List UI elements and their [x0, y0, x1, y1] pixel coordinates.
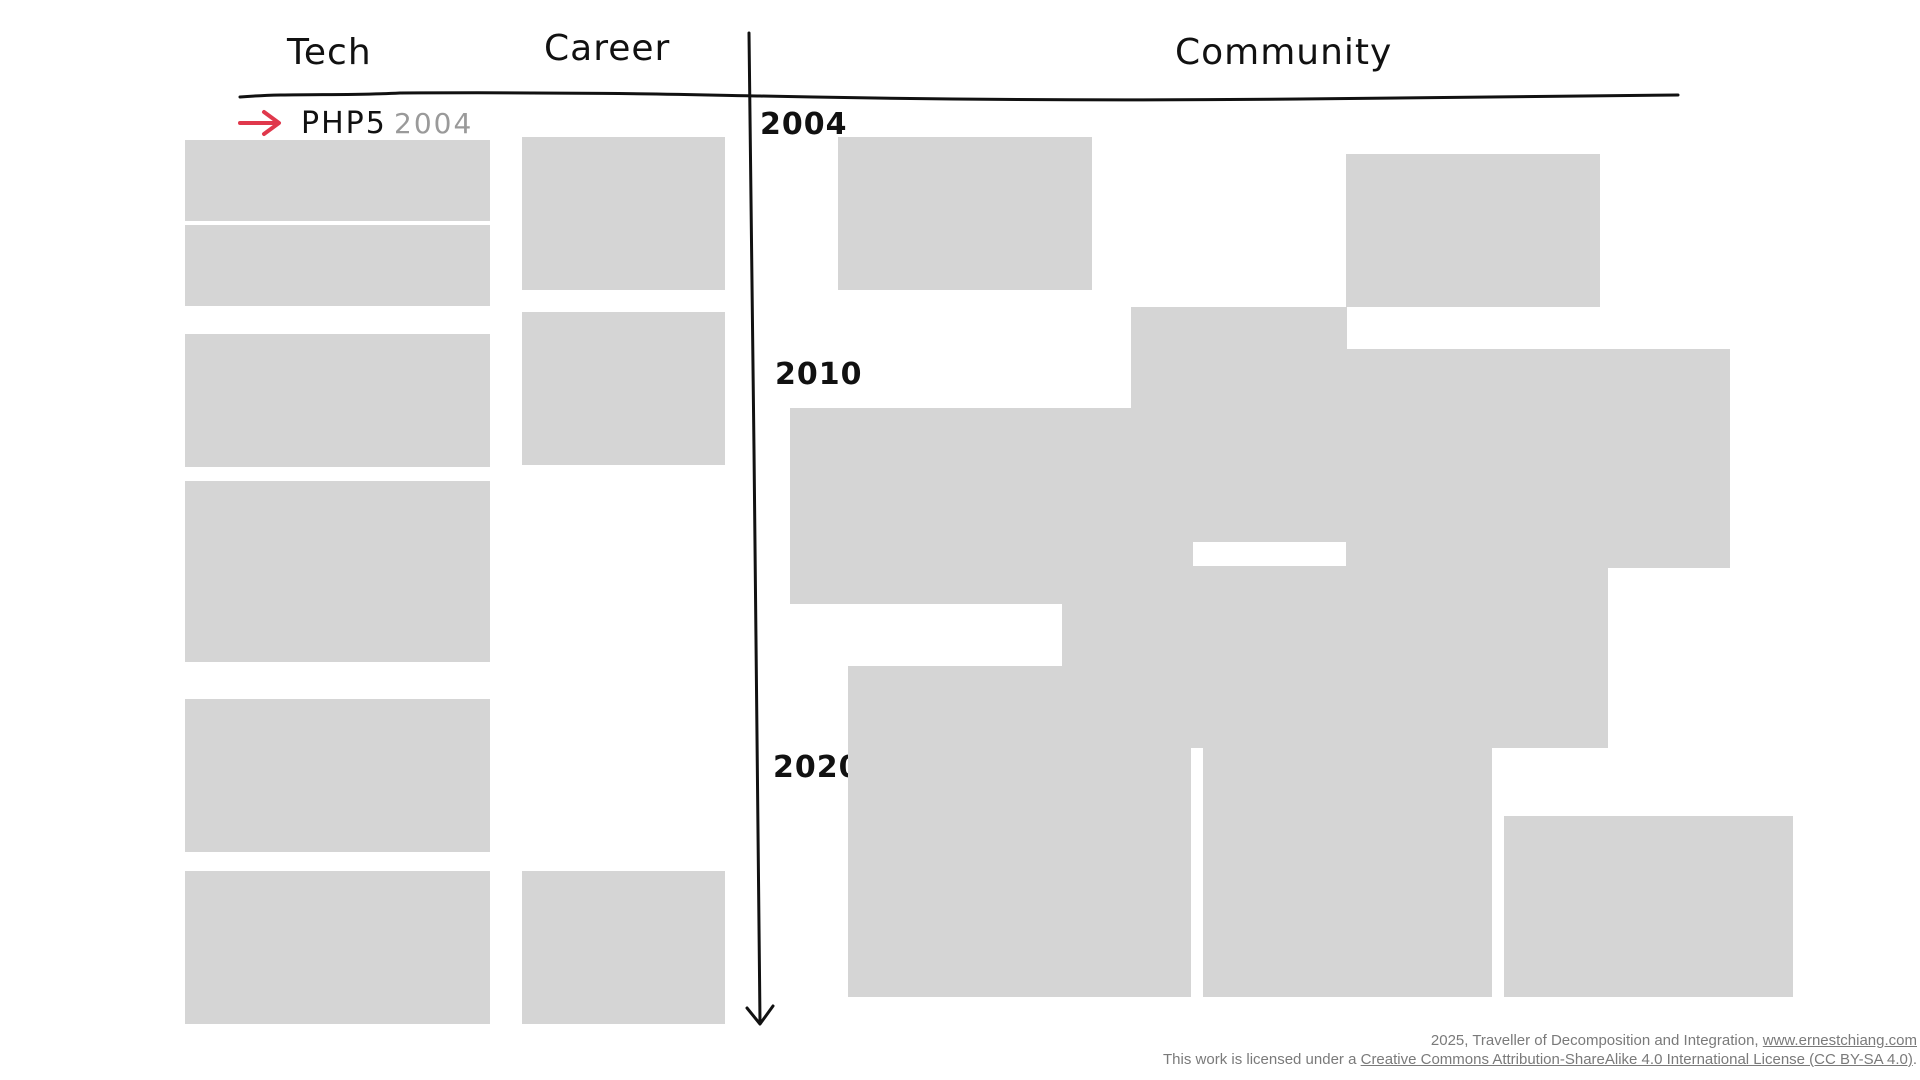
community-placeholder-block: [1504, 816, 1793, 997]
tech-placeholder-block: [185, 481, 490, 662]
tech-placeholder-block: [185, 140, 490, 221]
community-placeholder-block: [1346, 349, 1730, 568]
year-marker-2004: 2004: [760, 107, 848, 142]
career-placeholder-block: [522, 312, 725, 465]
first-item-year: 2004: [394, 107, 474, 140]
footer-license-text: This work is licensed under a: [1163, 1051, 1361, 1068]
footer-credit-text: 2025, Traveller of Decomposition and Int…: [1430, 1032, 1763, 1049]
footer-license-link[interactable]: Creative Commons Attribution-ShareAlike …: [1360, 1051, 1913, 1068]
community-column-header: Community: [1175, 32, 1393, 73]
tech-placeholder-block: [185, 334, 490, 467]
year-marker-2020: 2020: [773, 750, 861, 785]
footer-line-2: This work is licensed under a Creative C…: [1163, 1051, 1917, 1068]
tech-placeholder-block: [185, 225, 490, 306]
footer-line-1: 2025, Traveller of Decomposition and Int…: [1431, 1032, 1917, 1049]
first-item-label: PHP5: [301, 106, 387, 141]
community-placeholder-block: [838, 137, 1092, 290]
timeline-axis: [747, 31, 762, 1024]
community-placeholder-block: [1131, 408, 1346, 543]
career-placeholder-block: [522, 871, 725, 1024]
community-placeholder-block: [1346, 154, 1600, 307]
community-placeholder-block: [1131, 307, 1347, 412]
footer-website-link[interactable]: www.ernestchiang.com: [1762, 1032, 1917, 1049]
community-placeholder-block: [848, 666, 1191, 997]
header-rule: [238, 91, 1680, 102]
career-column-header: Career: [544, 28, 671, 69]
community-placeholder-block: [1203, 745, 1492, 997]
career-placeholder-block: [522, 137, 725, 290]
timeline-arrowhead: [745, 1004, 775, 1026]
community-gap: [1193, 542, 1346, 566]
year-marker-2010: 2010: [775, 357, 863, 392]
tech-column-header: Tech: [287, 32, 372, 73]
community-gap: [1192, 748, 1203, 997]
tech-placeholder-block: [185, 699, 490, 852]
red-arrow-icon: [238, 110, 281, 136]
footer-license-end: .: [1912, 1051, 1917, 1068]
tech-placeholder-block: [185, 871, 490, 1024]
